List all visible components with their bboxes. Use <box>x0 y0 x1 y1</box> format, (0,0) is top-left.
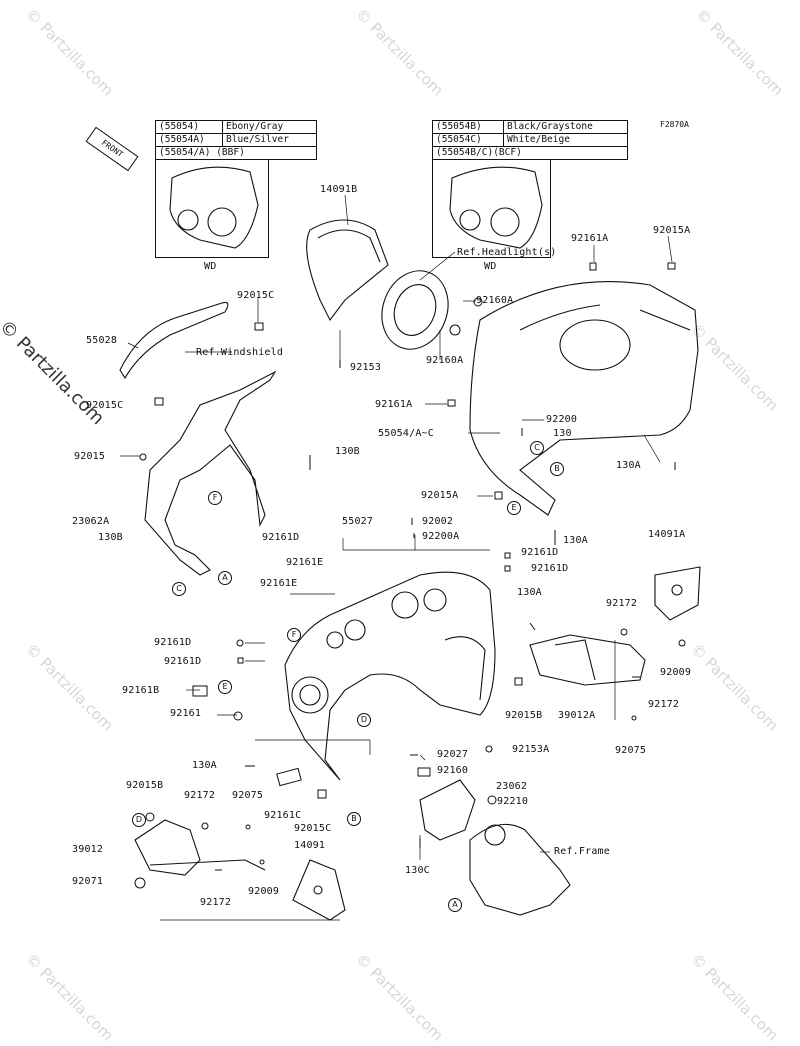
ref-label: Ref.Windshield <box>196 347 284 358</box>
windshield-trim <box>119 301 229 380</box>
callout-b: B <box>550 462 564 476</box>
part-label: 92161B <box>122 685 160 696</box>
part-label: 23062A <box>72 516 110 527</box>
part-label: 92002 <box>422 516 454 527</box>
part-label: 92015B <box>505 710 543 721</box>
part-label: 92015C <box>237 290 275 301</box>
ref-label: Ref.Headlight(s) <box>457 247 557 258</box>
part-label: 92071 <box>72 876 104 887</box>
part-label: 14091B <box>320 184 358 195</box>
part-label: 39012A <box>558 710 596 721</box>
part-label: 55028 <box>86 335 118 346</box>
part-label: 55054/A~C <box>378 428 434 439</box>
part-label: 14091A <box>648 529 686 540</box>
part-label: 92172 <box>648 699 680 710</box>
part-label: 23062 <box>496 781 528 792</box>
part-label: 130A <box>563 535 588 546</box>
part-label: 39012 <box>72 844 104 855</box>
callout-c: C <box>172 582 186 596</box>
part-label: 92009 <box>660 667 692 678</box>
part-label: 92161D <box>154 637 192 648</box>
part-label: 92161 <box>170 708 202 719</box>
part-label: 92172 <box>184 790 216 801</box>
part-label: 92015B <box>126 780 164 791</box>
callout-d: D <box>357 713 371 727</box>
part-label: 92172 <box>200 897 232 908</box>
part-label: 92015C <box>294 823 332 834</box>
part-label: 130A <box>616 460 641 471</box>
part-label: 92161E <box>286 557 324 568</box>
callout-f: F <box>287 628 301 642</box>
speaker-grill-right <box>654 566 701 621</box>
inset-fairing-left <box>169 166 259 249</box>
part-label: 92161D <box>164 656 202 667</box>
part-label: 92160A <box>426 355 464 366</box>
lower-bracket <box>419 779 476 841</box>
inset-footer-right: WD <box>484 261 497 272</box>
callout-d: D <box>132 813 146 827</box>
ref-label: Ref.Frame <box>554 846 610 857</box>
fairing-bracket <box>144 370 277 576</box>
inset-footer-left: WD <box>204 261 217 272</box>
part-label: 92153 <box>350 362 382 373</box>
part-label: 55027 <box>342 516 374 527</box>
part-label: 92161D <box>262 532 300 543</box>
inner-shell <box>306 219 389 322</box>
callout-b: B <box>347 812 361 826</box>
part-label: 92153A <box>512 744 550 755</box>
speaker-grill-bottom <box>292 859 346 921</box>
part-label: 92161A <box>571 233 609 244</box>
callout-e: E <box>218 680 232 694</box>
part-label: 92015A <box>653 225 691 236</box>
part-label: 92161A <box>375 399 413 410</box>
figure-code: F2870A <box>660 120 689 129</box>
fairing-inset-right <box>432 159 551 258</box>
part-label: 92160 <box>437 765 469 776</box>
part-label: 92160A <box>476 295 514 306</box>
part-label: 130 <box>553 428 572 439</box>
part-label: 130B <box>98 532 123 543</box>
part-label: 130A <box>192 760 217 771</box>
part-label: 92015C <box>86 400 124 411</box>
part-label: 92027 <box>437 749 469 760</box>
part-label: 92009 <box>248 886 280 897</box>
part-label: 14091 <box>294 840 326 851</box>
callout-e: E <box>507 501 521 515</box>
part-label: 130A <box>517 587 542 598</box>
part-label: 92075 <box>232 790 264 801</box>
part-label: 130B <box>335 446 360 457</box>
headlight-ring <box>381 270 449 350</box>
part-label: 92015 <box>74 451 106 462</box>
part-label: 92015A <box>421 490 459 501</box>
inner-fairing <box>284 571 496 781</box>
callout-a: A <box>218 571 232 585</box>
part-label: 92075 <box>615 745 647 756</box>
callout-a: A <box>448 898 462 912</box>
inset-fairing-right <box>449 166 543 249</box>
part-label: 92161C <box>264 810 302 821</box>
speaker-box-left <box>134 819 201 876</box>
callout-f: F <box>208 491 222 505</box>
part-label: 92161D <box>531 563 569 574</box>
part-label: 92172 <box>606 598 638 609</box>
part-label: 92210 <box>497 796 529 807</box>
outer-fairing <box>469 281 699 516</box>
part-label: 92161D <box>521 547 559 558</box>
part-label: 130C <box>405 865 430 876</box>
speaker-box-right <box>529 634 646 686</box>
fairing-inset-left <box>155 159 269 258</box>
part-label: 92200A <box>422 531 460 542</box>
callout-c: C <box>530 441 544 455</box>
part-label: 92161E <box>260 578 298 589</box>
frame <box>469 823 571 916</box>
part-label: 92200 <box>546 414 578 425</box>
